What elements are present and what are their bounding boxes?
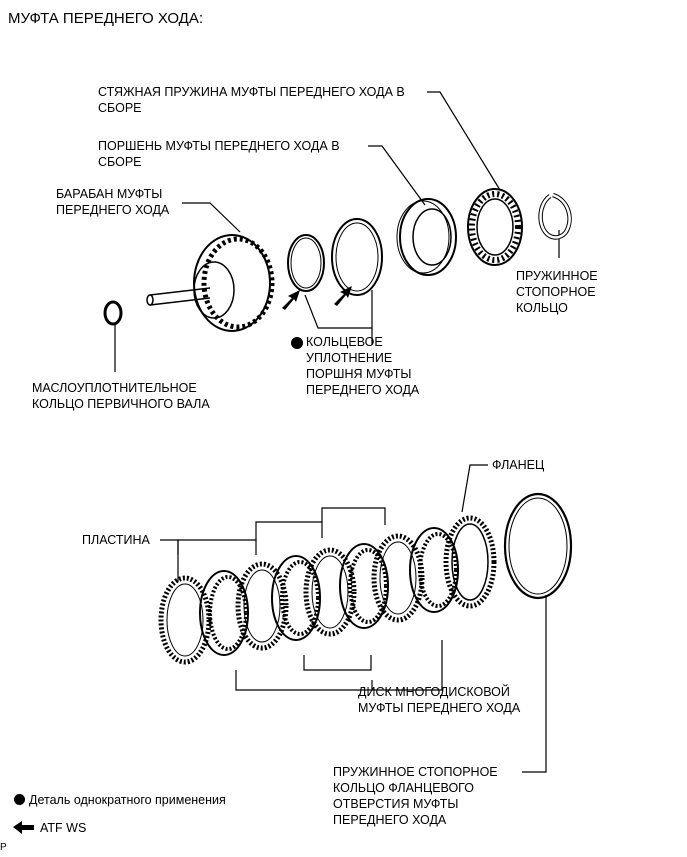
- label-plate: ПЛАСТИНА: [82, 533, 150, 547]
- label-piston-l2: СБОРЕ: [98, 155, 142, 169]
- label-flange-snap-l4: ПЕРЕДНЕГО ХОДА: [333, 813, 447, 827]
- leader-plate: [160, 539, 179, 582]
- label-drum: БАРАБАН МУФТЫ ПЕРЕДНЕГО ХОДА: [56, 186, 169, 218]
- label-drum-l1: БАРАБАН МУФТЫ: [56, 187, 163, 201]
- plate-1: [158, 575, 212, 665]
- label-disc: ДИСК МНОГОДИСКОВОЙ МУФТЫ ПЕРЕДНЕГО ХОДА: [358, 684, 520, 716]
- clutch-pack: [158, 492, 573, 665]
- input-seal-part: [103, 300, 123, 326]
- disc-1: [199, 570, 249, 656]
- label-o-ring-l3: ПОРШНЯ МУФТЫ: [306, 367, 412, 381]
- atf-arrows: [282, 286, 352, 310]
- disc-2: [271, 555, 321, 641]
- leader-flange: [461, 464, 488, 513]
- snap-ring-part: [538, 192, 572, 240]
- leader-drum: [182, 202, 241, 233]
- label-input-seal: МАСЛОУПЛОТНИТЕЛЬНОЕ КОЛЬЦО ПЕРВИЧНОГО ВА…: [32, 380, 210, 412]
- label-disc-l2: МУФТЫ ПЕРЕДНЕГО ХОДА: [358, 701, 521, 715]
- label-flange-snap-l1: ПРУЖИННОЕ СТОПОРНОЕ: [333, 765, 498, 779]
- legend-non-reusable: Деталь однократного применения: [14, 792, 226, 808]
- disc-3: [339, 543, 389, 629]
- label-piston-l1: ПОРШЕНЬ МУФТЫ ПЕРЕДНЕГО ХОДА В: [98, 139, 340, 153]
- label-flange-snap-l3: ОТВЕРСТИЯ МУФТЫ: [333, 797, 459, 811]
- label-input-seal-l1: МАСЛОУПЛОТНИТЕЛЬНОЕ: [32, 381, 197, 395]
- leader-spring: [427, 91, 501, 191]
- label-flange: ФЛАНЕЦ: [492, 458, 545, 472]
- flange-part: [443, 515, 497, 609]
- legend-atf: ATF WS: [40, 821, 87, 835]
- legend-non-reusable-text: Деталь однократного применения: [29, 793, 226, 807]
- corner-mark: P: [0, 842, 7, 853]
- leader-flange-snap: [522, 595, 547, 773]
- return-spring-part: [467, 188, 523, 266]
- atf-legend-icon: [13, 821, 34, 834]
- label-o-ring: КОЛЬЦЕВОЕ УПЛОТНЕНИЕ ПОРШНЯ МУФТЫ ПЕРЕДН…: [306, 334, 419, 398]
- label-input-seal-l2: КОЛЬЦО ПЕРВИЧНОГО ВАЛА: [32, 397, 210, 411]
- plate-3: [303, 547, 357, 637]
- label-snap-ring-l3: КОЛЬЦО: [516, 301, 568, 315]
- label-snap-ring: ПРУЖИННОЕ СТОПОРНОЕ КОЛЬЦО: [516, 268, 598, 316]
- drum-part: [146, 234, 275, 332]
- label-return-spring-l1: СТЯЖНАЯ ПРУЖИНА МУФТЫ ПЕРЕДНЕГО ХОДА В: [98, 85, 405, 99]
- o-ring-parts: [287, 218, 383, 296]
- leader-oring: [304, 290, 373, 329]
- leader-disc: [235, 640, 443, 691]
- label-return-spring-l2: СБОРЕ: [98, 101, 142, 115]
- legend-bullet-icon: [14, 794, 25, 805]
- label-o-ring-l1: КОЛЬЦЕВОЕ: [306, 335, 383, 349]
- label-drum-l2: ПЕРЕДНЕГО ХОДА: [56, 203, 170, 217]
- plate-4: [371, 533, 425, 623]
- label-disc-l1: ДИСК МНОГОДИСКОВОЙ: [358, 685, 510, 699]
- label-snap-ring-l2: СТОПОРНОЕ: [516, 285, 596, 299]
- label-return-spring: СТЯЖНАЯ ПРУЖИНА МУФТЫ ПЕРЕДНЕГО ХОДА В С…: [98, 84, 405, 116]
- piston-part: [396, 198, 457, 276]
- disc-4: [409, 527, 459, 613]
- label-flange-snap-ring: ПРУЖИННОЕ СТОПОРНОЕ КОЛЬЦО ФЛАНЦЕВОГО ОТ…: [333, 764, 498, 828]
- label-snap-ring-l1: ПРУЖИННОЕ: [516, 269, 598, 283]
- label-o-ring-l2: УПЛОТНЕНИЕ: [306, 351, 393, 365]
- label-flange-snap-l2: КОЛЬЦО ФЛАНЦЕВОГО: [333, 781, 474, 795]
- plate-2: [235, 561, 289, 651]
- label-o-ring-l4: ПЕРЕДНЕГО ХОДА: [306, 383, 420, 397]
- non-reusable-bullet-icon: [291, 337, 303, 349]
- page-title: МУФТА ПЕРЕДНЕГО ХОДА:: [8, 10, 204, 27]
- flange-snap-ring-part: [503, 492, 573, 600]
- leader-piston: [368, 145, 426, 206]
- label-piston: ПОРШЕНЬ МУФТЫ ПЕРЕДНЕГО ХОДА В СБОРЕ: [98, 138, 340, 170]
